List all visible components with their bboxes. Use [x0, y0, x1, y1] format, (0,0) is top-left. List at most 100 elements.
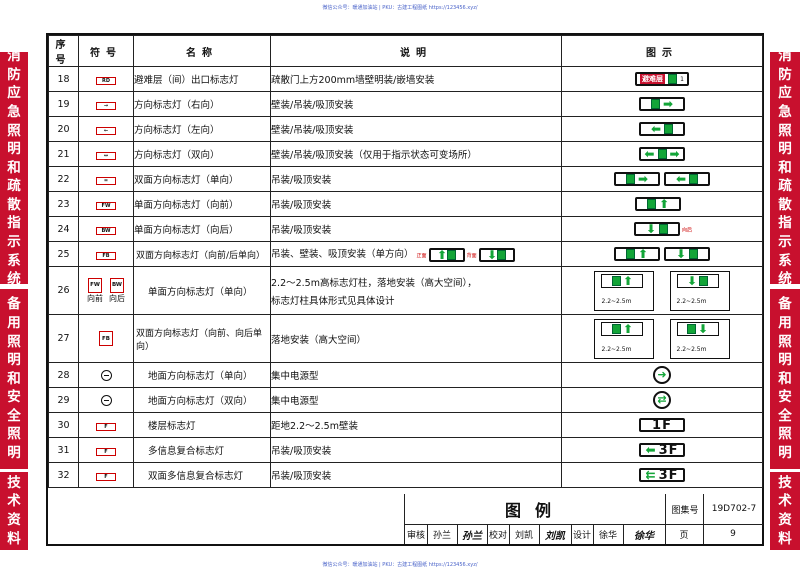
pole-forward: ⬆2.2~2.5m: [594, 270, 655, 311]
running-man-icon: [497, 249, 507, 260]
refuge-exit-symbol: RD: [96, 76, 116, 85]
arrow-down-icon: ⬇: [645, 222, 656, 236]
double-composite-sign-symbol: F: [96, 472, 116, 481]
sign-digit: 1: [680, 75, 684, 83]
sidebar-right-1-char: 散: [778, 196, 792, 213]
row-name: 地面方向标志灯（单向）: [133, 362, 271, 388]
sidebar-right-1-char: 急: [778, 103, 792, 120]
sidebar-left-2-char: 照: [7, 333, 21, 350]
running-man-icon: [611, 323, 621, 334]
arrow-left-icon: ⬅: [644, 147, 655, 161]
sidebar-right-1-char: 消: [778, 48, 792, 65]
watermark-top: 微信公众号：暖通加油站 | PKU：古建工程图纸 https://123456.…: [322, 5, 478, 11]
row-name: 避难层（间）出口标志灯: [133, 66, 271, 92]
row-desc: 落地安装（高大空间）: [270, 314, 562, 363]
legend-table: 序号 符号 名称 说明 图示 18 RD 避难层（间）出口标志灯 疏散门上方20…: [48, 35, 763, 488]
row-name: 双面多信息复合标志灯: [133, 462, 271, 488]
row-desc: 吊装/吸顶安装: [270, 166, 562, 192]
row-name: 双面方向标志灯（向前/后单向）: [133, 241, 271, 267]
pole-label: 2.2~2.5m: [676, 345, 707, 353]
sidebar-left-1-char: 防: [7, 66, 21, 83]
sidebar-right-2-char: 照: [778, 426, 792, 443]
pole-sign-figure: ⬆2.2~2.5m ⬇2.2~2.5m: [561, 266, 763, 315]
sidebar-left-2-char: 明: [7, 352, 21, 369]
row-num: 32: [48, 462, 79, 488]
sidebar-right-1-char: 防: [778, 66, 792, 83]
row-desc-line1: 2.2～2.5m高标志灯柱，落地安装（高大空间），: [271, 277, 477, 289]
sidebar-left-1-char: 疏: [7, 178, 21, 195]
sidebar-right-section-tech-data: 技术资料: [770, 472, 800, 550]
row-desc: 2.2～2.5m高标志灯柱，落地安装（高大空间），标志灯柱具体形式见具体设计: [270, 266, 562, 315]
table-row: 32 F 双面多信息复合标志灯 吊装/吸顶安装 ⇇ 3F: [48, 462, 763, 488]
running-man-icon: [611, 275, 621, 286]
floor-level-sign-figure: 1F: [639, 417, 685, 433]
sidebar-right-2-char: 安: [778, 389, 792, 406]
running-man-icon: [686, 323, 696, 334]
row-num: 27: [48, 314, 79, 363]
sidebar-left-section-tech-data: 技术资料: [0, 472, 28, 550]
sidebar-left-3-char: 资: [7, 512, 21, 528]
floor-1f-label: 1F: [652, 417, 672, 433]
review-label: 审核: [405, 524, 428, 544]
floor-3f-label: 3F: [658, 442, 679, 458]
table-row: 31 F 多信息复合标志灯 吊装/吸顶安装 ⬅ 3F: [48, 437, 763, 463]
running-man-icon: [447, 249, 457, 260]
row-name: 方向标志灯（右向）: [133, 91, 271, 117]
drawing-title: 图例: [504, 501, 565, 520]
row-desc: 吊装/吸顶安装: [270, 191, 562, 217]
arrow-up-icon: ⬆: [622, 321, 634, 336]
sidebar-right-3-char: 技: [778, 474, 792, 491]
row-desc: 吊装/吸顶安装: [270, 216, 562, 242]
inline-front-sign: ⬆: [428, 247, 465, 262]
header-figure: 图示: [561, 35, 763, 67]
row-desc-text: 吊装、壁装、吸顶安装（单方向）: [271, 249, 414, 261]
toward-tag: 向后: [681, 227, 692, 234]
check-label: 校对: [487, 524, 510, 544]
arrow-left-icon: ⬅: [645, 443, 656, 457]
design-label: 设计: [571, 524, 594, 544]
table-row: 22 = 双面方向标志灯（单向） 吊装/吸顶安装 ➡⬅: [48, 166, 763, 192]
sidebar-left-1-char: 消: [7, 48, 21, 65]
sidebar-left-1-char: 急: [7, 103, 21, 120]
table-row: 23 FW 单面方向标志灯（向前） 吊装/吸顶安装 ⬆FW: [48, 191, 763, 217]
title-block: 图例 图集号 19D702-7 审核 孙兰 孙兰 校对 刘凯 刘凯 设计 徐华 …: [404, 494, 763, 544]
row-desc: 壁装/吊装/吸顶安装（仅用于指示状态可变场所）: [270, 141, 562, 167]
pole-label: 2.2~2.5m: [601, 345, 632, 353]
floor-one-way-symbol: [100, 369, 112, 381]
row-num: 18: [48, 66, 79, 92]
running-man-icon: [657, 149, 667, 159]
row-num: 30: [48, 412, 79, 438]
pole-double-sign-figure: ⬆ 2.2~2.5m ⬇ 2.2~2.5m: [561, 314, 763, 363]
arrow-up-icon: ⬆: [659, 197, 670, 211]
sidebar-left-2-char: 全: [7, 407, 21, 424]
composite-sign-figure: ⬅ 3F: [639, 442, 685, 458]
running-man-icon: [659, 224, 669, 234]
row-name: 方向标志灯（左向）: [133, 116, 271, 142]
table-row: 21 ↔ 方向标志灯（双向） 壁装/吊装/吸顶安装（仅用于指示状态可变场所） ⬅…: [48, 141, 763, 167]
table-header-row: 序号 符号 名称 说明 图示: [48, 35, 763, 67]
row-num: 20: [48, 116, 79, 142]
design-signature: 徐华: [623, 524, 666, 544]
arrow-down-icon: ⬇: [697, 321, 709, 336]
arrow-right-icon: ➡: [662, 97, 674, 111]
running-man-icon: [625, 249, 635, 259]
sidebar-right-3-char: 资: [778, 512, 792, 528]
left-direction-sign-figure: ⬅: [639, 122, 685, 136]
pole-backward: ⬇2.2~2.5m: [669, 270, 730, 311]
running-man-icon: [647, 199, 657, 209]
table-row: 19 → 方向标志灯（右向） 壁装/吊装/吸顶安装 ➡: [48, 91, 763, 117]
row-num: 29: [48, 387, 79, 413]
table-row: 24 BW 单面方向标志灯（向后） 吊装/吸顶安装 ⬇ 向后: [48, 216, 763, 242]
sign-front: ⬆: [614, 247, 660, 261]
arrow-right-symbol: →: [96, 101, 116, 110]
refuge-label: 避难层: [640, 74, 666, 84]
sidebar-right-1-char: 应: [778, 85, 792, 102]
sidebar-left-2-char: 明: [7, 445, 21, 462]
pole-forward-symbol: FW: [88, 277, 102, 293]
sidebar-left-2-char: 备: [7, 296, 21, 313]
header-symbol: 符号: [78, 35, 134, 67]
double-face-sign-figure: ➡⬅: [561, 166, 763, 192]
floor-3f-label: 3F: [658, 467, 679, 483]
arrow-up-icon: ⬆: [622, 273, 634, 288]
sidebar-left-section-fire-lighting: 消防应急照明和疏散指示系统: [0, 48, 28, 287]
